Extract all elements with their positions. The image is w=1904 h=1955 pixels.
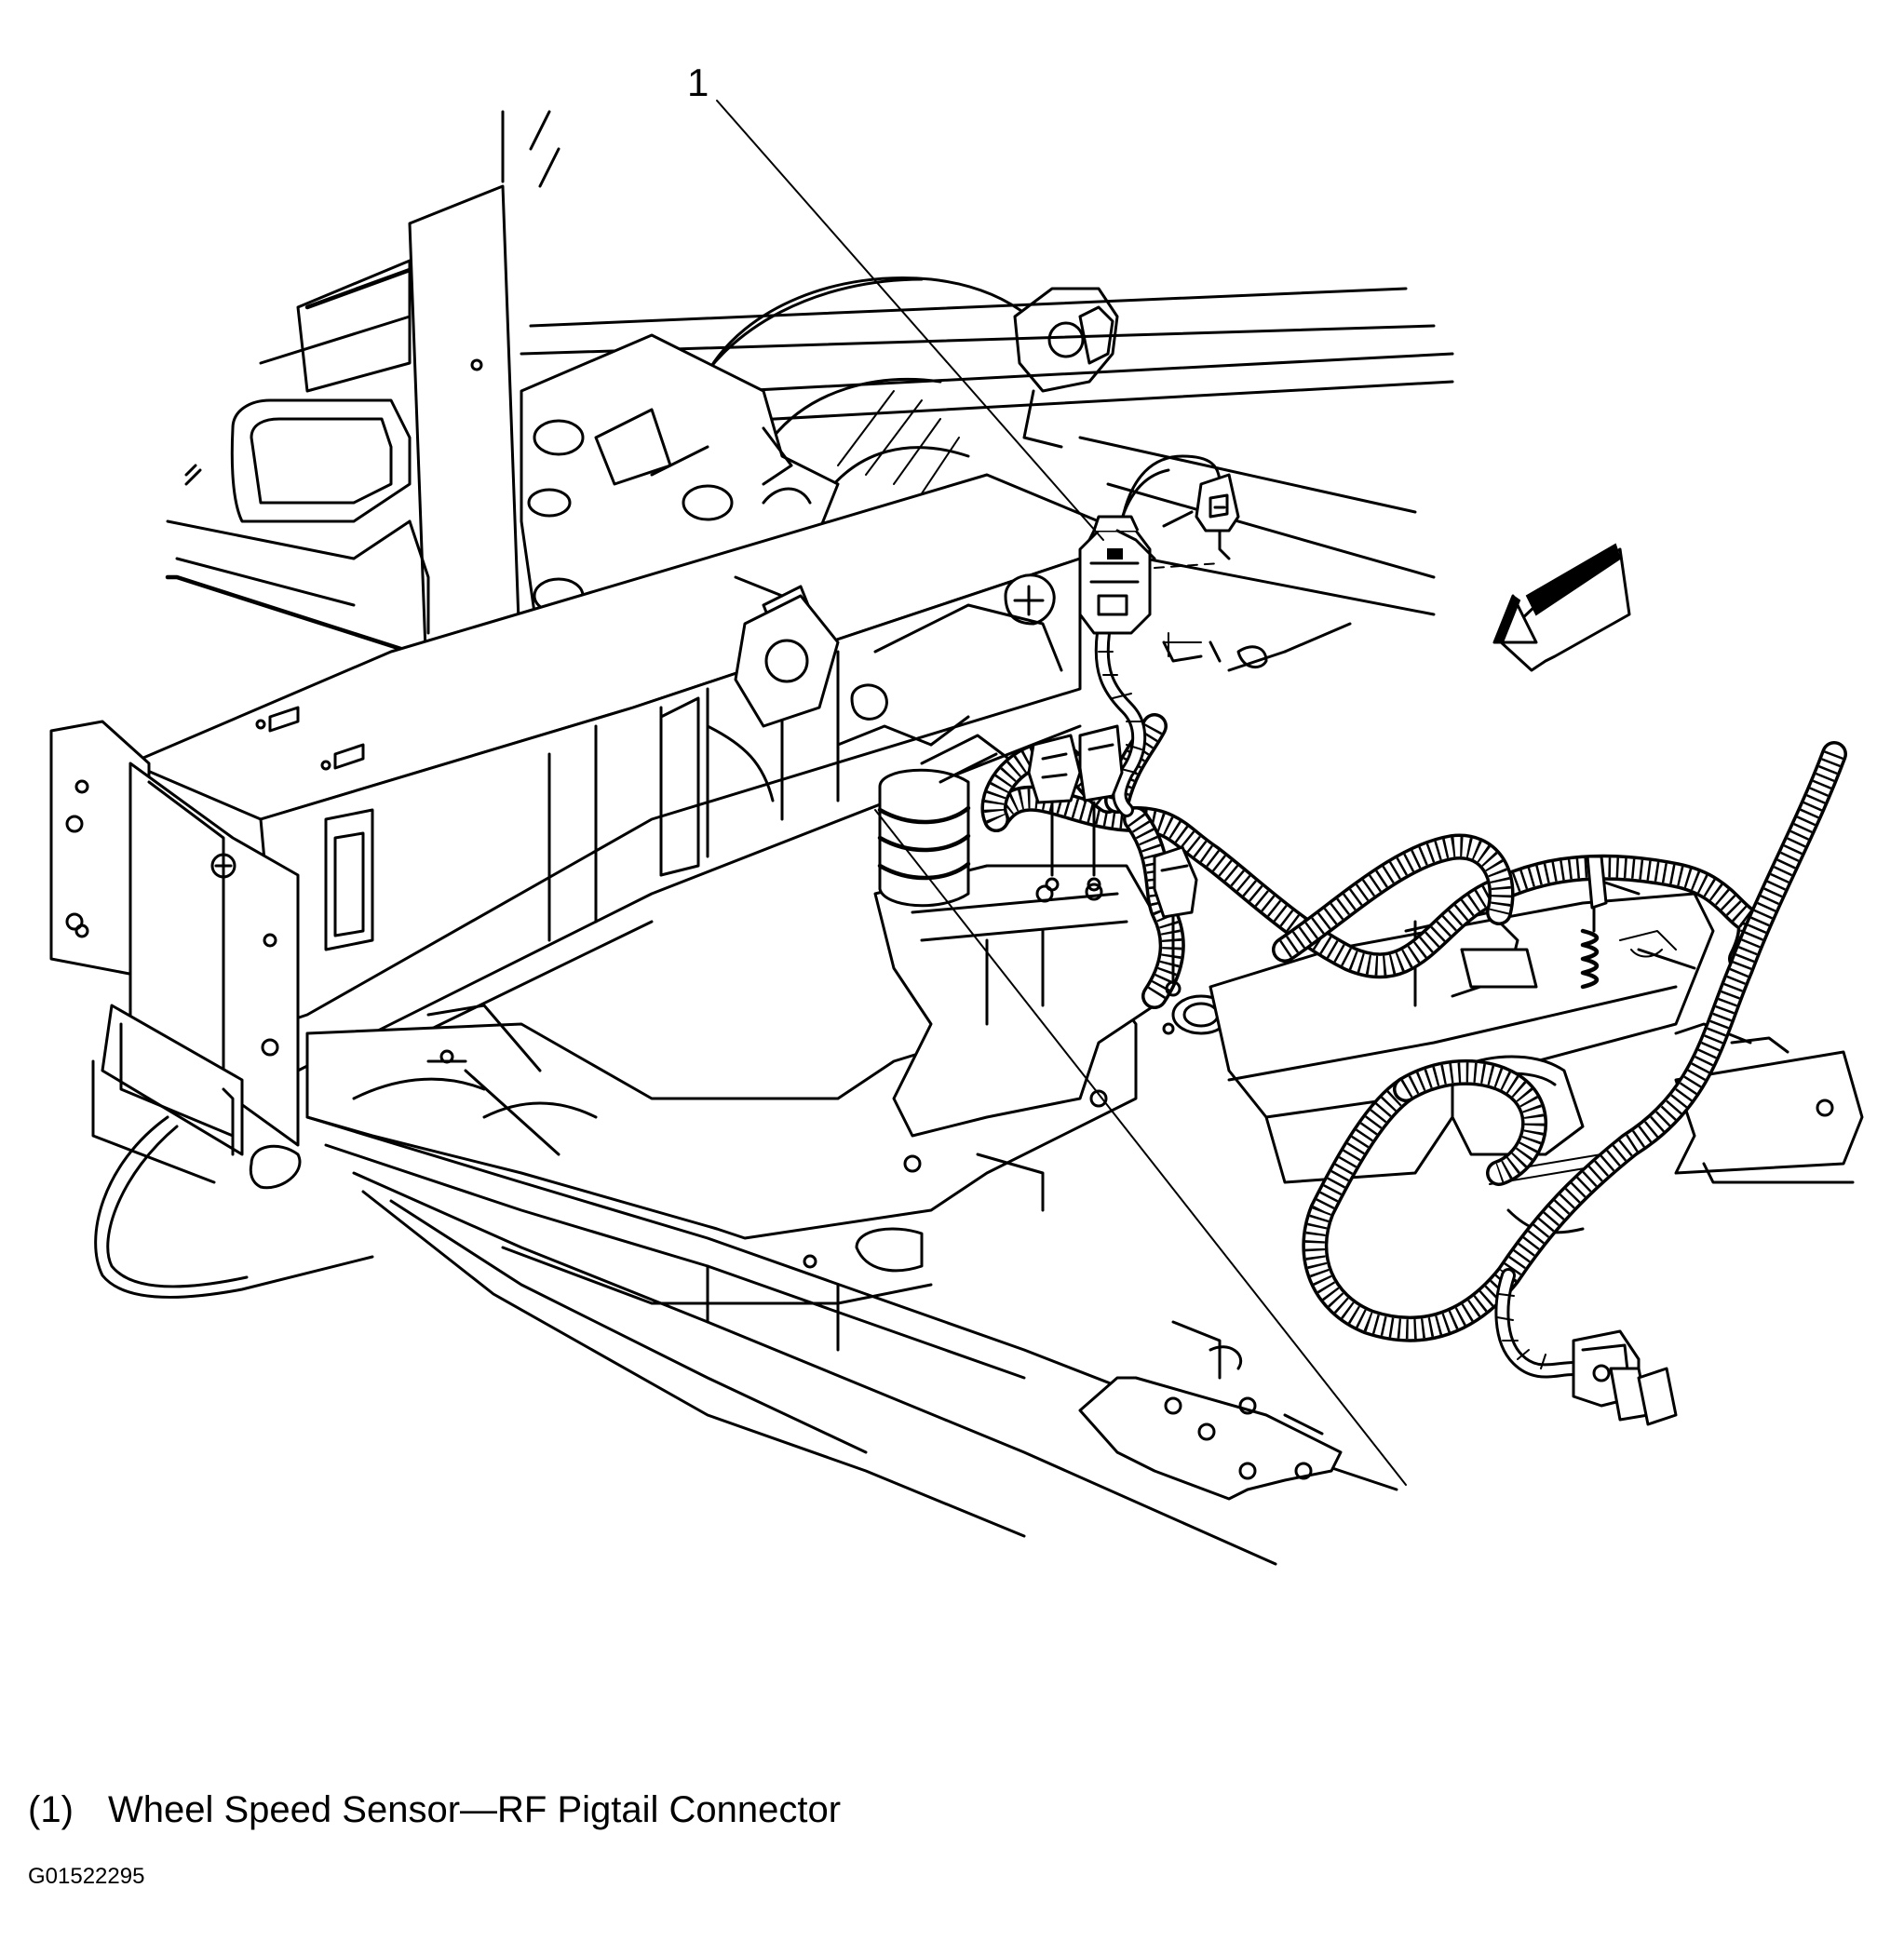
harness-connectors [1029,726,1606,995]
upper-left-bracket [168,261,428,652]
lower-subframe [307,950,1136,1238]
callout-leader [717,101,1103,540]
wheel-speed-sensor-connector [1080,517,1150,633]
lower-rail [307,1117,1397,1564]
right-rail-details [1164,642,1676,957]
legend-number: (1) [28,1789,74,1830]
lower-right-pigtail [1497,1275,1676,1424]
legend-text: Wheel Speed Sensor—RF Pigtail Connector [108,1789,842,1830]
legend-entry: (1) Wheel Speed Sensor—RF Pigtail Connect… [28,1791,841,1828]
callout-number: 1 [687,61,709,104]
callout-leader-extension [875,810,1406,1485]
left-frame-rail [130,475,1099,1089]
mating-connector [1117,475,1238,568]
hub-parts [708,489,1061,801]
pigtail-cable [1099,456,1220,810]
steering-knuckle [1015,289,1117,447]
lower-left-cable [96,1117,372,1297]
figure-id: G01522295 [28,1864,145,1889]
rail-end-bracket [51,721,300,1188]
direction-arrow-icon [1494,545,1629,670]
floor-plate [1080,1378,1341,1499]
